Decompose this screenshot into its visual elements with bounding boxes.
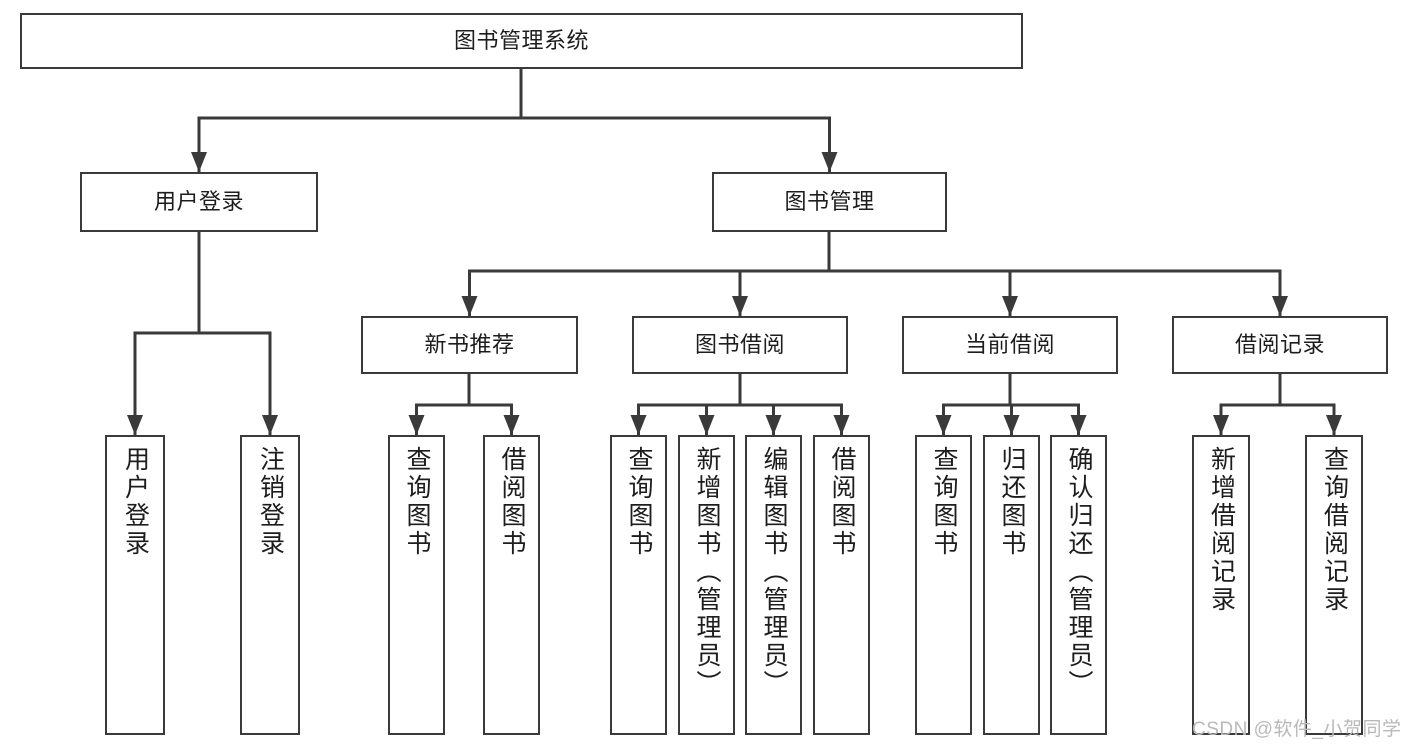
node-leaf-borrow-edit[interactable]: 编辑图书（管理员）	[745, 435, 802, 735]
conn-book-borrow-arrow-leaf-borrow-lend	[833, 415, 850, 435]
conn-book-manage-arrow-new-book-rec	[461, 296, 478, 316]
node-leaf-borrow-query[interactable]: 查询图书	[610, 435, 667, 735]
conn-root-arrow-book-manage	[821, 152, 838, 172]
node-leaf-record-query[interactable]: 查询借阅记录	[1305, 435, 1363, 735]
node-label-leaf-current-confirm: 确认归还（管理员）	[1065, 446, 1093, 698]
node-leaf-current-query[interactable]: 查询图书	[915, 435, 972, 735]
conn-book-manage-arrow-borrow-record	[1272, 296, 1288, 316]
node-label-borrow-record: 借阅记录	[1234, 332, 1325, 358]
conn-book-borrow-arrow-leaf-borrow-add	[698, 415, 715, 435]
node-label-current-borrow: 当前借阅	[964, 332, 1055, 358]
node-new-book-rec[interactable]: 新书推荐	[361, 316, 578, 374]
node-label-leaf-user-login: 用户登录	[121, 446, 150, 558]
node-label-leaf-borrow-edit: 编辑图书（管理员）	[760, 446, 788, 698]
node-label-leaf-rec-borrow: 借阅图书	[498, 446, 526, 558]
conn-borrow-record-arrow-leaf-record-query	[1326, 415, 1342, 435]
watermark: CSDN @软件_小贺同学	[1192, 719, 1402, 740]
node-leaf-user-logout[interactable]: 注销登录	[240, 435, 300, 735]
node-label-user-login: 用户登录	[153, 189, 244, 215]
node-leaf-record-add[interactable]: 新增借阅记录	[1192, 435, 1250, 735]
node-label-leaf-borrow-query: 查询图书	[625, 446, 653, 558]
node-borrow-record[interactable]: 借阅记录	[1172, 316, 1388, 374]
node-user-login[interactable]: 用户登录	[80, 172, 318, 232]
node-root[interactable]: 图书管理系统	[20, 13, 1023, 69]
conn-user-login-arrow-leaf-user-logout	[262, 415, 278, 435]
node-leaf-current-return[interactable]: 归还图书	[983, 435, 1040, 735]
node-label-leaf-record-query: 查询借阅记录	[1320, 446, 1349, 614]
conn-book-borrow-arrow-leaf-borrow-query	[630, 415, 647, 435]
conn-book-manage-arrow-book-borrow	[732, 296, 748, 316]
node-label-leaf-borrow-lend: 借阅图书	[828, 446, 856, 558]
conn-new-book-rec-arrow-leaf-rec-borrow	[503, 415, 520, 435]
conn-new-book-rec-arrow-leaf-rec-query	[408, 415, 425, 435]
node-label-leaf-current-query: 查询图书	[930, 446, 958, 558]
conn-current-borrow-arrow-leaf-current-confirm	[1070, 415, 1087, 435]
conn-book-borrow-arrow-leaf-borrow-edit	[765, 415, 782, 435]
conn-current-borrow-arrow-leaf-current-return	[1003, 415, 1020, 435]
node-book-manage[interactable]: 图书管理	[712, 172, 947, 232]
node-label-book-manage: 图书管理	[784, 189, 875, 215]
conn-root-arrow-user-login	[191, 152, 207, 172]
node-label-leaf-record-add: 新增借阅记录	[1207, 446, 1236, 614]
conn-current-borrow-arrow-leaf-current-query	[935, 415, 952, 435]
node-leaf-current-confirm[interactable]: 确认归还（管理员）	[1050, 435, 1107, 735]
conn-borrow-record-arrow-leaf-record-add	[1213, 415, 1229, 435]
node-label-leaf-rec-query: 查询图书	[403, 446, 431, 558]
node-leaf-rec-borrow[interactable]: 借阅图书	[483, 435, 540, 735]
node-leaf-rec-query[interactable]: 查询图书	[388, 435, 445, 735]
node-leaf-borrow-add[interactable]: 新增图书（管理员）	[678, 435, 735, 735]
conn-user-login-arrow-leaf-user-login	[127, 415, 143, 435]
node-book-borrow[interactable]: 图书借阅	[632, 316, 848, 374]
node-leaf-user-login[interactable]: 用户登录	[105, 435, 165, 735]
node-leaf-borrow-lend[interactable]: 借阅图书	[813, 435, 870, 735]
node-label-leaf-current-return: 归还图书	[998, 446, 1026, 558]
node-current-borrow[interactable]: 当前借阅	[902, 316, 1118, 374]
node-label-book-borrow: 图书借阅	[694, 332, 785, 358]
node-label-new-book-rec: 新书推荐	[424, 332, 515, 358]
conn-book-manage-arrow-current-borrow	[1002, 296, 1018, 316]
node-label-leaf-user-logout: 注销登录	[256, 446, 285, 558]
node-label-leaf-borrow-add: 新增图书（管理员）	[693, 446, 721, 698]
node-label-root: 图书管理系统	[453, 28, 589, 54]
